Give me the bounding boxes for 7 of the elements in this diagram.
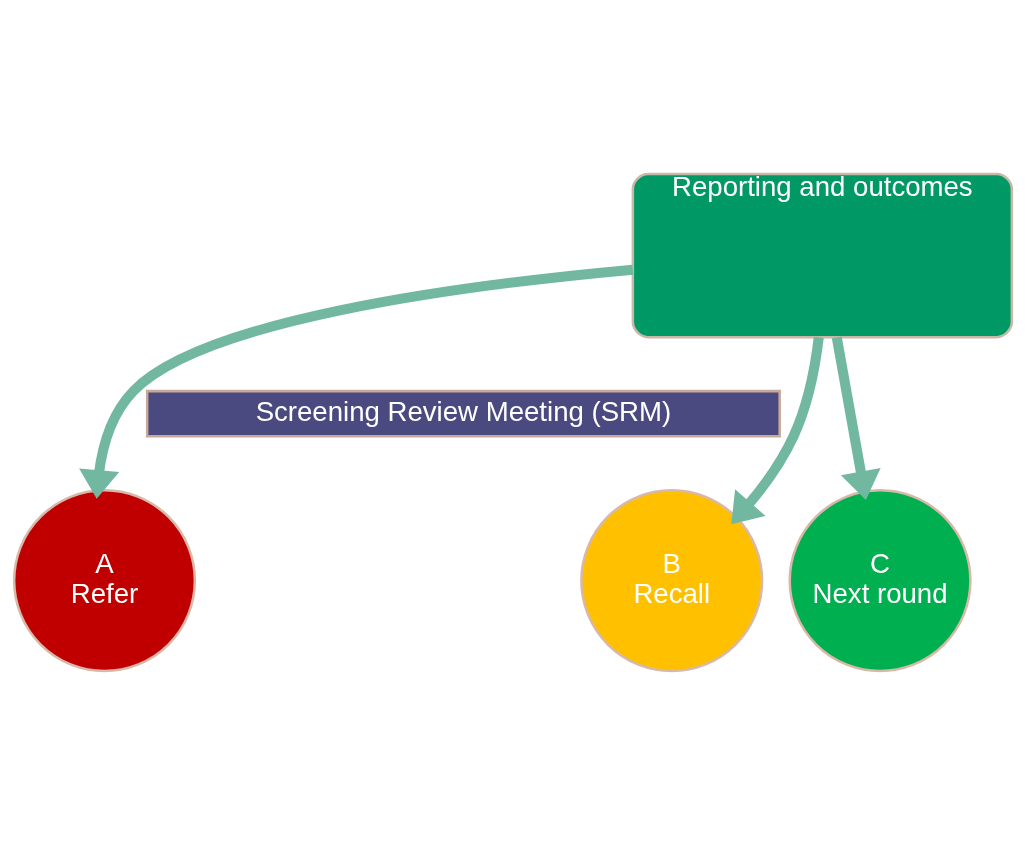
node-box: Reporting and outcomes	[631, 172, 1013, 339]
arrow	[730, 336, 824, 525]
node-box: Screening Review Meeting (SRM)	[145, 389, 781, 438]
arrow	[831, 336, 881, 500]
node-circle: A Refer	[12, 489, 196, 673]
arrow	[78, 264, 633, 499]
node-circle: C Next round	[787, 489, 972, 673]
